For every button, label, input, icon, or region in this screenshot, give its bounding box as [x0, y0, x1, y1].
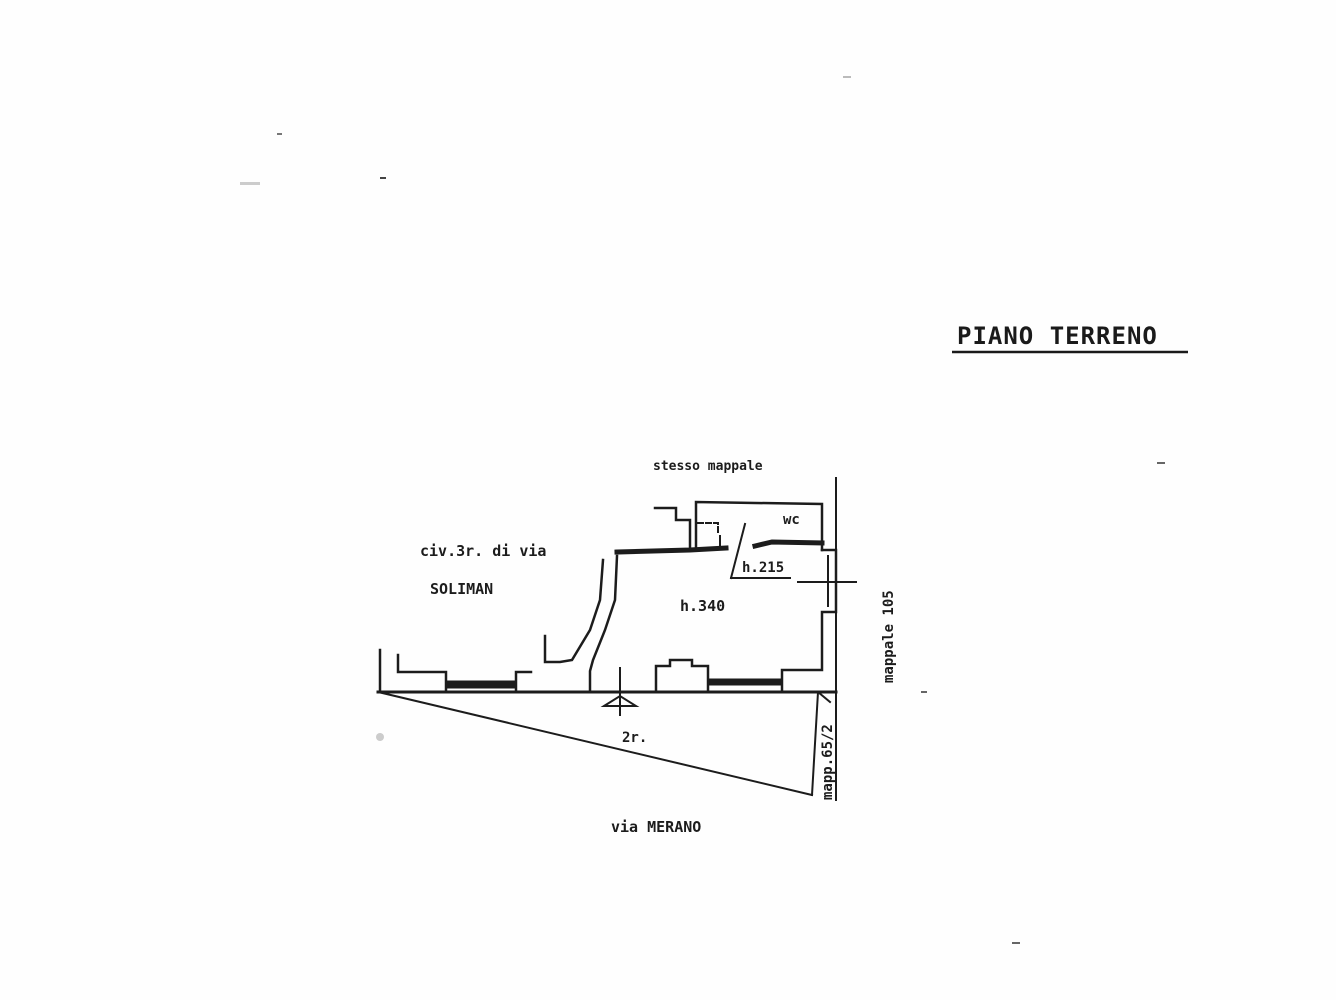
label-west-neighbor: civ.3r. di via: [420, 542, 546, 560]
label-street: via MERANO: [611, 818, 701, 836]
label-west-street: SOLIMAN: [430, 580, 493, 598]
label-room-height: h.340: [680, 597, 725, 615]
scan-noise: [240, 76, 1165, 944]
label-entrance-number: 2r.: [622, 730, 647, 746]
label-north-neighbor: stesso mappale: [653, 459, 763, 474]
label-wc-height: h.215: [742, 560, 784, 576]
label-wc: wc: [783, 512, 800, 528]
plan-walls: [376, 477, 857, 801]
label-southeast-neighbor: mapp.65/2: [820, 724, 836, 800]
plan-title: PIANO TERRENO: [957, 322, 1158, 350]
label-east-neighbor: mappale 105: [881, 590, 897, 683]
